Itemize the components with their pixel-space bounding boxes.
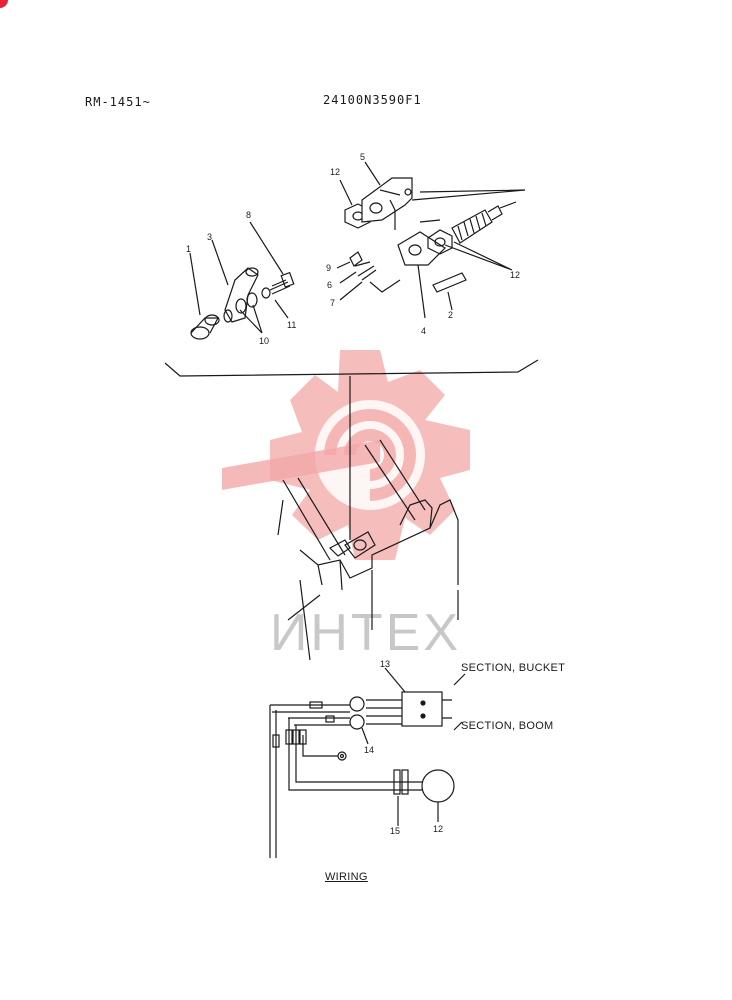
callout-9: 9 <box>326 263 332 273</box>
callout-5: 5 <box>360 152 366 162</box>
section-boom-label: SECTION, BOOM <box>461 720 554 732</box>
callout-11: 11 <box>287 320 297 330</box>
wiring-callout-13: 13 <box>380 659 391 669</box>
callout-8: 8 <box>246 210 252 220</box>
wiring-callout-12: 12 <box>433 824 444 834</box>
wiring-callout-14: 14 <box>364 745 375 755</box>
part-pin <box>190 314 220 340</box>
section-bucket-label: SECTION, BUCKET <box>461 662 566 674</box>
corner-badge <box>0 0 8 8</box>
callout-3: 3 <box>207 232 213 242</box>
callout-7: 7 <box>330 298 336 308</box>
model-code: RM-1451~ <box>85 95 151 109</box>
callout-1: 1 <box>186 244 192 254</box>
part-number: 24100N3590F1 <box>323 93 422 107</box>
callout-10: 10 <box>259 336 270 346</box>
wiring-callout-15: 15 <box>390 826 401 836</box>
callout-4: 4 <box>421 326 427 336</box>
part-lever <box>224 267 259 323</box>
callout-12-right: 12 <box>510 270 521 280</box>
callout-12-top: 12 <box>330 167 341 177</box>
callout-2: 2 <box>448 310 454 320</box>
wiring-title: WIRING <box>325 871 368 883</box>
wiring-diagram <box>269 667 466 858</box>
watermark-text: ИНТЕХ <box>270 604 462 662</box>
callout-6: 6 <box>327 280 333 290</box>
